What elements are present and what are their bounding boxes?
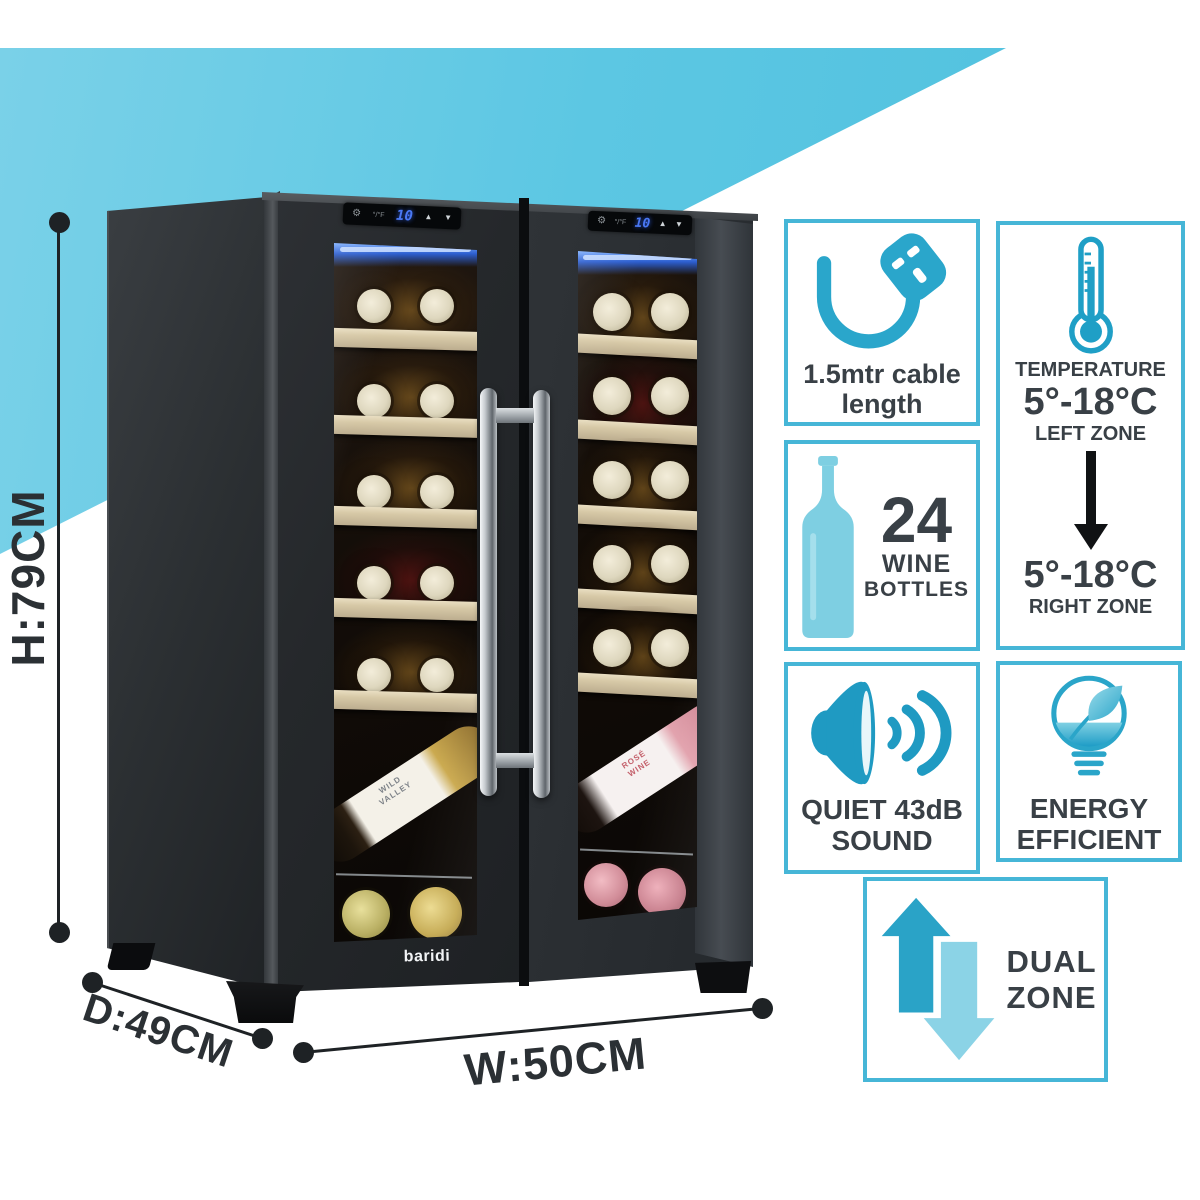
zone-arrow-icon	[1085, 451, 1096, 525]
sound-label-line1: QUIET 43dB	[801, 794, 963, 825]
dual-zone-label-line2: ZONE	[1006, 979, 1097, 1015]
bottle-count: 24	[880, 483, 953, 556]
dimension-endpoint-dot	[752, 998, 773, 1019]
feature-box-temperature: TEMPERATURE 5°-18°C LEFT ZONE 5°-18°C RI…	[996, 221, 1185, 650]
left-temperature-readout: 10	[395, 207, 414, 225]
up-arrow-icon: ▲	[424, 212, 433, 222]
uk-plug-icon	[816, 233, 947, 349]
handle-bracket	[496, 408, 534, 423]
bottle-cap	[651, 545, 689, 583]
brand-logo: baridi	[403, 947, 451, 966]
height-dimension-line	[57, 222, 60, 933]
bottle-cap	[593, 461, 631, 499]
energy-label-line1: ENERGY	[1029, 793, 1149, 824]
right-zone-range: 5°-18°C	[1023, 554, 1158, 596]
temp-unit-icon: °/°F	[614, 218, 627, 226]
feature-box-dual-zone: DUAL ZONE	[863, 877, 1108, 1082]
thermometer-icon	[1068, 236, 1113, 354]
dimension-endpoint-dot	[252, 1028, 273, 1049]
cooler-right-door-frame	[695, 217, 753, 967]
dimension-endpoint-dot	[49, 212, 70, 233]
bottle-cap	[357, 384, 391, 418]
gear-icon: ⚙	[351, 207, 362, 220]
depth-label: D:49CM	[77, 985, 239, 1077]
capacity-label-line1: WINE	[881, 549, 952, 578]
cooler-side-panel	[107, 196, 278, 992]
feature-box-cable: 1.5mtr cable length	[784, 219, 980, 426]
bottle-cap	[357, 658, 391, 692]
wine-bottle-icon	[802, 455, 854, 638]
bottle-cap	[420, 384, 454, 418]
right-door-glass: ROSÉ WINE	[578, 251, 697, 920]
height-label: H:79CM	[2, 489, 54, 667]
dual-zone-label-line1: DUAL	[1006, 943, 1097, 979]
bottle-cap	[593, 545, 631, 583]
feature-box-sound: QUIET 43dB SOUND	[784, 662, 980, 874]
dual-arrows-icon	[881, 897, 995, 1060]
bottle-cap	[593, 629, 631, 667]
left-zone-label: LEFT ZONE	[1034, 423, 1147, 445]
bottle-cap	[420, 566, 454, 600]
cable-label-line2: length	[841, 389, 923, 419]
left-zone-range: 5°-18°C	[1023, 381, 1158, 423]
dimension-endpoint-dot	[82, 972, 103, 993]
handle-bracket	[496, 753, 534, 768]
bottle-cap	[357, 475, 391, 509]
down-arrow-icon: ▼	[443, 212, 453, 223]
bottle-cap	[651, 293, 689, 331]
bottle-cap	[593, 377, 631, 415]
lightbulb-leaf-icon	[1051, 675, 1127, 776]
right-zone-label: RIGHT ZONE	[1028, 596, 1153, 618]
feature-box-energy: ENERGY EFFICIENT	[996, 661, 1182, 862]
left-door-glass: WILD VALLEY	[334, 243, 477, 942]
width-label: W:50CM	[462, 1027, 649, 1096]
bottle-cap	[420, 658, 454, 692]
cooler-hinge-edge	[264, 191, 280, 991]
energy-label-line2: EFFICIENT	[1016, 824, 1162, 855]
dimension-endpoint-dot	[293, 1042, 314, 1063]
bottle-cap	[651, 377, 689, 415]
bottle-cap	[593, 293, 631, 331]
left-lower-bottles: WILD VALLEY	[334, 710, 477, 942]
cooler-foot	[226, 981, 304, 1023]
left-door-handle	[480, 388, 497, 796]
cable-label-line1: 1.5mtr cable	[803, 359, 961, 389]
cooler-door-gap	[519, 198, 529, 986]
speaker-icon	[811, 681, 952, 785]
sound-label-line2: SOUND	[831, 825, 933, 856]
cooler-foot	[106, 943, 156, 970]
bottle-cap	[651, 629, 689, 667]
bottle-cap	[357, 566, 391, 600]
right-lower-bottles: ROSÉ WINE	[578, 691, 697, 920]
dimension-endpoint-dot	[49, 922, 70, 943]
bottle-cap	[651, 461, 689, 499]
bottle-cap	[357, 289, 391, 323]
capacity-label-line2: BOTTLES	[864, 577, 969, 601]
cooler-foot	[695, 961, 751, 993]
temp-unit-icon: °/°F	[372, 211, 385, 219]
right-door-handle	[533, 390, 550, 798]
right-temperature-readout: 10	[634, 215, 651, 231]
feature-box-capacity: 24 WINE BOTTLES	[784, 440, 980, 651]
down-arrow-icon: ▼	[674, 219, 684, 229]
gear-icon: ⚙	[596, 215, 607, 227]
up-arrow-icon: ▲	[658, 218, 667, 229]
bottle-cap	[420, 475, 454, 509]
bottle-cap	[420, 289, 454, 323]
temperature-title: TEMPERATURE	[1015, 359, 1166, 381]
